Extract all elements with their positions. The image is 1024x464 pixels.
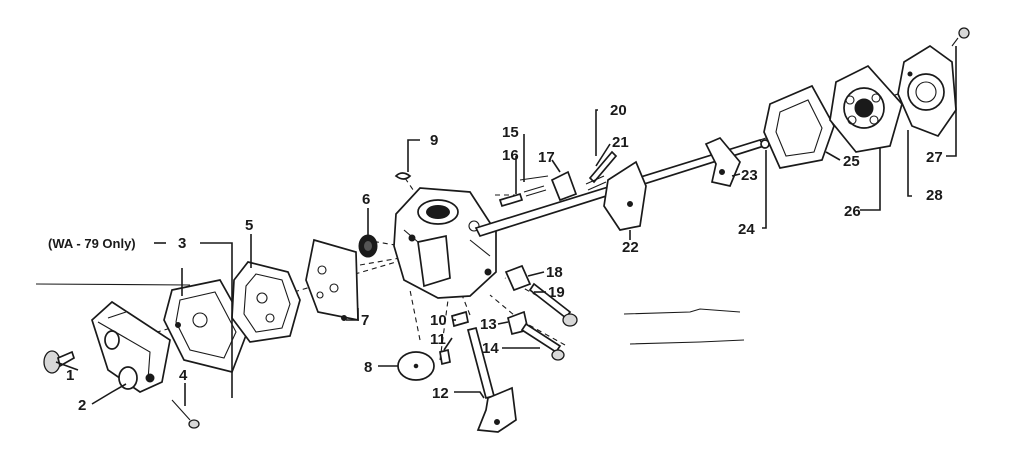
carburetor-body [393, 187, 497, 299]
part-1-screw [43, 350, 76, 374]
part-14-adjust-needle [520, 322, 565, 361]
label-part-27: 27 [926, 149, 943, 166]
part-9-clip [394, 172, 412, 180]
part-7-gasket-plate [305, 238, 359, 322]
label-part-10: 10 [430, 312, 447, 329]
part-10-needle [451, 310, 469, 328]
label-part-20: 20 [610, 102, 627, 119]
label-part-18: 18 [546, 264, 563, 281]
label-part-25: 25 [843, 153, 860, 170]
part-26-pump-body [829, 64, 903, 153]
label-part-24: 24 [738, 221, 755, 238]
label-part-1: 1 [66, 367, 74, 384]
part-23-throttle-lever [704, 136, 741, 187]
part-labels: (WA - 79 Only) 1 2 3 4 5 6 7 8 9 10 11 1… [48, 102, 943, 414]
label-part-14: 14 [482, 340, 499, 357]
label-part-7: 7 [361, 312, 369, 329]
part-17-bracket [550, 170, 578, 202]
part-18-spring [504, 264, 532, 292]
part-5-diaphragm [231, 261, 301, 343]
part-16-spring [498, 185, 547, 208]
label-part-15: 15 [502, 124, 519, 141]
leader-lines [55, 46, 957, 406]
label-part-2: 2 [78, 397, 86, 414]
label-part-28: 28 [926, 187, 943, 204]
label-part-19: 19 [548, 284, 565, 301]
label-part-6: 6 [362, 191, 370, 208]
label-part-22: 22 [622, 239, 639, 256]
label-part-4: 4 [179, 367, 188, 384]
part-4-screw [171, 399, 200, 429]
decorative-strokes [35, 283, 745, 345]
label-part-17: 17 [538, 149, 555, 166]
part-12-lever [466, 326, 517, 433]
part-2-cover-plate [91, 300, 171, 393]
label-part-11: 11 [430, 331, 446, 348]
label-part-8: 8 [364, 359, 372, 376]
note-wa79-only: (WA - 79 Only) [48, 236, 136, 251]
label-part-13: 13 [480, 316, 497, 333]
part-25-gasket [763, 84, 835, 169]
part-8-disc [397, 351, 435, 381]
label-part-12: 12 [432, 385, 449, 402]
part-6-filter-screen [358, 234, 378, 258]
label-part-9: 9 [430, 132, 438, 149]
part-11-seat [439, 348, 451, 366]
part-28-cover [897, 44, 957, 138]
label-part-26: 26 [844, 203, 861, 220]
label-part-3: 3 [178, 235, 186, 252]
label-part-5: 5 [245, 217, 253, 234]
label-part-16: 16 [502, 147, 519, 164]
label-part-23: 23 [741, 167, 758, 184]
part-22-lever-plate [603, 160, 647, 231]
part-27-screw [951, 27, 970, 47]
label-part-21: 21 [612, 134, 629, 151]
part-21-spring [585, 175, 607, 191]
